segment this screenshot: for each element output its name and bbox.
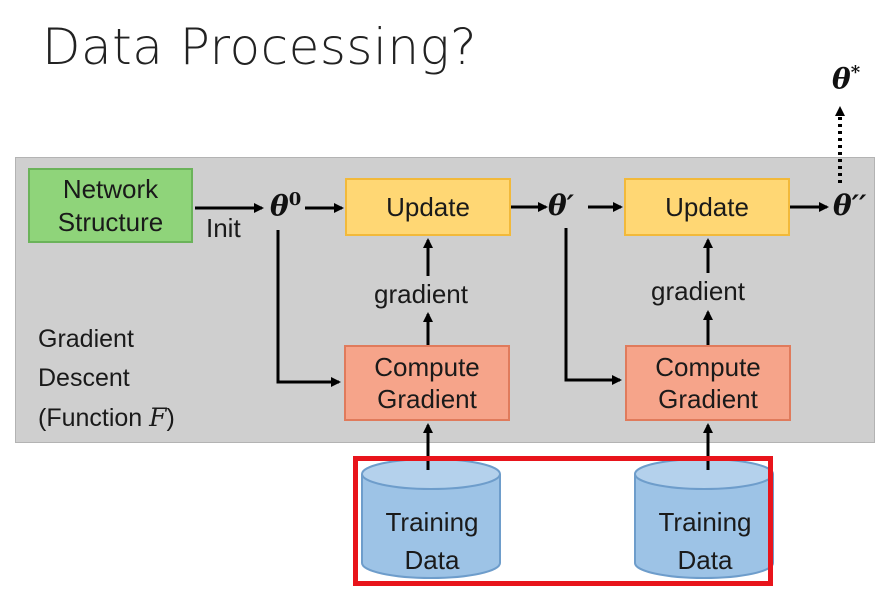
network-label-line2: Structure	[57, 206, 164, 237]
network-label-line1: Network	[62, 174, 159, 204]
compute-gradient-box-1: Compute Gradient	[344, 345, 510, 421]
network-structure-box: Network Structure	[28, 168, 193, 243]
slide-title: Data Processing?	[42, 18, 478, 76]
arrow-theta0-to-compute	[276, 230, 341, 387]
update-box-1: Update	[345, 178, 511, 236]
init-label: Init	[206, 213, 241, 243]
gradient-label-2: gradient	[651, 276, 745, 306]
update-box-2: Update	[624, 178, 790, 236]
cylinder-1	[361, 458, 501, 579]
theta-double-prime-label: θ′′	[833, 189, 867, 222]
theta-prime-label: θ′	[548, 189, 575, 222]
cylinder-2	[634, 458, 774, 579]
theta-star-label: θ*	[832, 62, 861, 96]
gradient-label-1: gradient	[374, 279, 468, 309]
gradient-descent-label: Gradient Descent (Function F)	[38, 325, 175, 432]
training-data-label-1: Training Data	[385, 507, 479, 575]
training-data-label-2: Training Data	[658, 507, 752, 575]
training-data-highlight	[353, 456, 773, 586]
compute-gradient-box-2: Compute Gradient	[625, 345, 791, 421]
theta0-label: θ0	[270, 189, 302, 223]
arrow-thetaprime-to-compute2	[564, 228, 622, 385]
